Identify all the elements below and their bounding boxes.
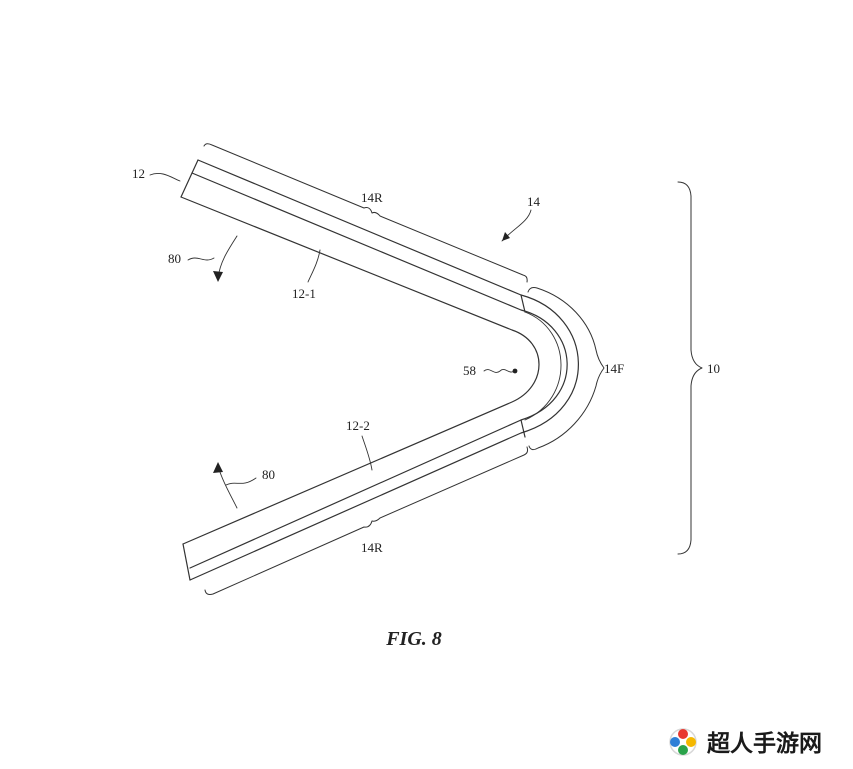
upper-end-cap — [180, 159, 199, 198]
figure-caption: FIG. 8 — [385, 628, 442, 650]
lower-region-boundary — [520, 419, 526, 438]
label-10: 10 — [707, 361, 720, 376]
rotation-arrow-lower — [217, 465, 238, 509]
lower-end-cap — [182, 543, 191, 581]
label-12: 12 — [132, 166, 145, 181]
arrowhead-rotation-lower — [213, 462, 223, 473]
watermark: 超人手游网 — [669, 728, 822, 757]
device-10-brace — [677, 181, 703, 555]
label-14r-upper: 14R — [361, 190, 383, 205]
braces — [203, 143, 703, 595]
label-12-1: 12-1 — [292, 286, 316, 301]
flex-14f-brace — [527, 287, 605, 451]
label-14r-lower: 14R — [361, 540, 383, 555]
label-80-upper: 80 — [168, 251, 181, 266]
upper-14r-brace — [203, 143, 528, 283]
rotation-arrow-upper — [217, 235, 238, 279]
leader-12-1 — [307, 249, 321, 283]
arrowhead-14 — [502, 232, 510, 241]
leader-58 — [483, 369, 515, 373]
arrowhead-rotation-upper — [213, 271, 223, 282]
axis-58-dot — [512, 368, 518, 374]
label-12-2: 12-2 — [346, 418, 370, 433]
label-58: 58 — [463, 363, 476, 378]
leader-80-lower — [225, 477, 257, 486]
leader-80-upper — [187, 257, 215, 261]
leaders — [149, 172, 532, 509]
leader-12-2 — [361, 435, 373, 471]
watermark-text: 超人手游网 — [707, 730, 822, 757]
label-14: 14 — [527, 194, 541, 209]
label-80-lower: 80 — [262, 467, 275, 482]
reference-labels: 12 12-1 12-2 14 14R 14R 14F 58 80 80 10 — [132, 166, 720, 555]
lower-14r-brace — [204, 446, 529, 595]
inner-display-outline — [180, 196, 540, 545]
folded-display — [180, 159, 579, 581]
outer-layer-outline — [189, 159, 579, 581]
watermark-logo-icon — [669, 728, 697, 756]
leader-12 — [149, 172, 181, 182]
flexible-inner-arc — [524, 311, 562, 421]
upper-region-boundary — [520, 294, 526, 313]
label-14f: 14F — [604, 361, 624, 376]
layer-interface-line — [189, 172, 568, 569]
